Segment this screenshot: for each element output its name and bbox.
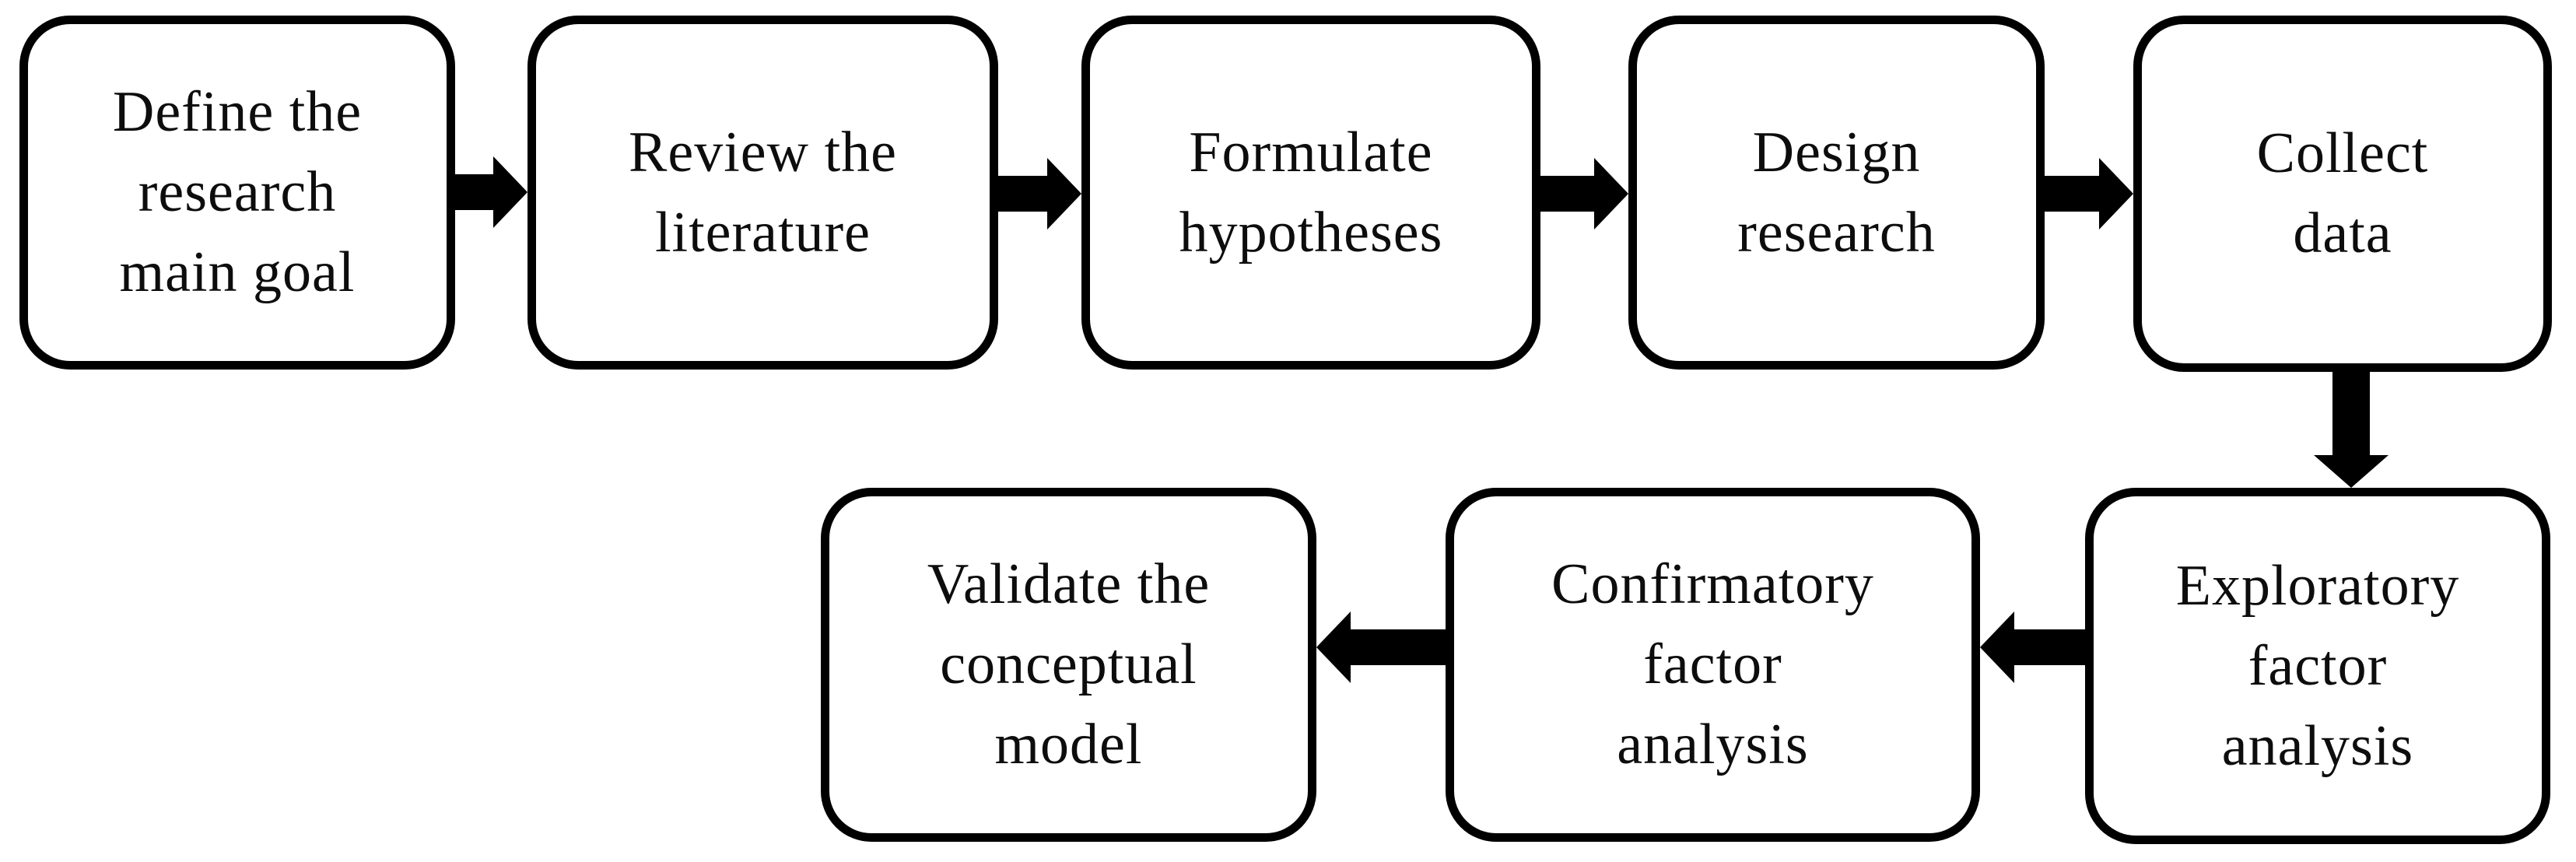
step-review-literature-label: Review the literature [629,120,897,265]
step-review-literature: Review the literature [527,16,998,370]
arrow-review-to-formulate-icon [998,158,1081,230]
step-validate-model: Validate the conceptual model [821,488,1316,842]
step-exploratory-factor-analysis-label: Exploratory factor analysis [2175,553,2460,778]
step-formulate-hypotheses-label: Formulate hypotheses [1179,120,1443,265]
step-define-goal-label: Define the research main goal [112,80,363,304]
arrow-confirmatory-to-validate-icon [1316,611,1446,683]
arrow-exploratory-to-confirmatory-icon [1980,611,2085,683]
step-design-research: Design research [1628,16,2045,370]
arrow-collect-to-exploratory-icon [2314,372,2388,488]
arrow-design-to-collect-icon [2045,158,2133,230]
step-design-research-label: Design research [1737,120,1936,265]
step-formulate-hypotheses: Formulate hypotheses [1081,16,1540,370]
step-exploratory-factor-analysis: Exploratory factor analysis [2085,488,2550,844]
step-confirmatory-factor-analysis: Confirmatory factor analysis [1446,488,1980,842]
step-validate-model-label: Validate the conceptual model [927,552,1211,776]
step-define-goal: Define the research main goal [19,16,455,370]
step-collect-data: Collect data [2133,16,2552,372]
step-collect-data-label: Collect data [2256,121,2429,265]
arrow-define-to-review-icon [455,156,527,228]
arrow-formulate-to-design-icon [1540,158,1628,230]
step-confirmatory-factor-analysis-label: Confirmatory factor analysis [1551,552,1874,776]
